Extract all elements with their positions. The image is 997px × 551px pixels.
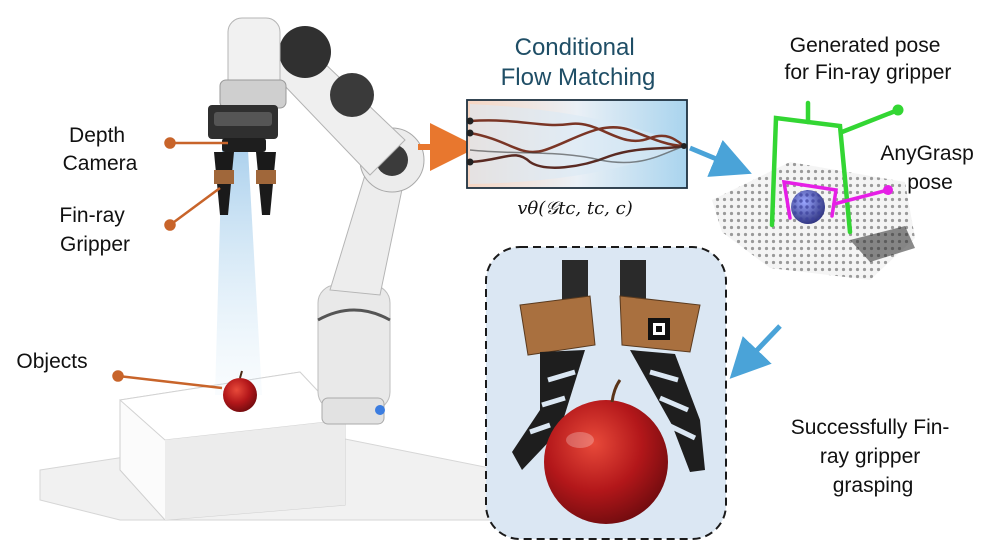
gripper-closeup-photo xyxy=(485,246,727,540)
generated-pose-gripper xyxy=(769,100,901,235)
flow-formula: vθ(𝒢tc, tc, c) xyxy=(517,198,632,219)
point-cloud xyxy=(712,162,915,280)
anygrasp-pose-label: AnyGrasp pose xyxy=(880,142,979,194)
anygrasp-pose-marker xyxy=(883,185,893,195)
anygrasp-pose-gripper xyxy=(781,179,890,220)
flow-matching-box xyxy=(466,99,688,189)
arrow-to-result xyxy=(729,324,782,379)
generated-pose-marker xyxy=(892,104,904,116)
objects-label: Objects xyxy=(16,350,87,373)
robot-arm-photo xyxy=(39,17,501,521)
result-caption: Successfully Fin- ray gripper grasping xyxy=(791,416,956,497)
arrow-to-pose xyxy=(689,139,752,177)
generated-pose-label: Generated pose for Fin-ray gripper xyxy=(785,34,952,84)
label-pointers xyxy=(112,137,228,390)
fin-ray-gripper-label: Fin-ray Gripper xyxy=(59,204,130,256)
depth-camera-label: Depth Camera xyxy=(63,124,138,175)
flow-matching-title: Conditional Flow Matching xyxy=(501,34,656,91)
